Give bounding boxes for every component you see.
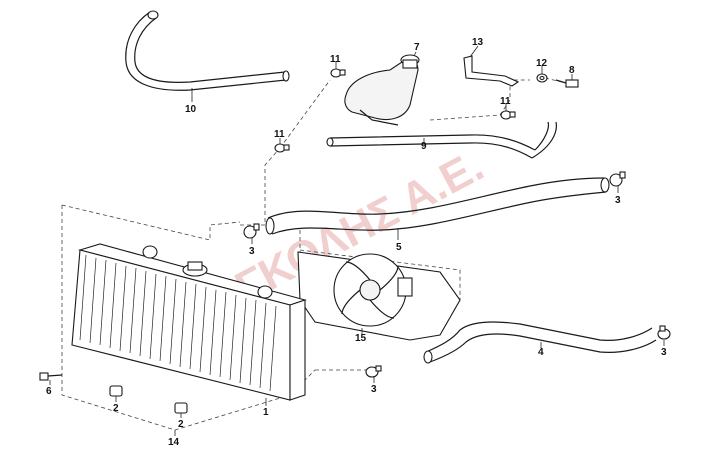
callout-14: 14 [168, 437, 180, 448]
bolt-6 [39, 372, 63, 381]
reservoir-7 [344, 54, 420, 126]
clamp-11-b [274, 143, 290, 153]
callout-11-a: 11 [330, 54, 341, 65]
callout-3-b: 3 [249, 246, 255, 257]
grommet-2-a [109, 385, 123, 397]
callout-2-a: 2 [113, 403, 119, 414]
clamp-3-b [243, 223, 260, 239]
fan-shroud-15 [297, 251, 461, 341]
clamp-11-a [330, 68, 346, 78]
clamp-3-a [609, 171, 626, 187]
callout-7: 7 [414, 42, 420, 53]
washer-12 [536, 73, 548, 83]
callout-1: 1 [263, 407, 269, 418]
hose-10 [125, 10, 290, 91]
clamp-3-d [657, 325, 671, 340]
radiator-1 [71, 243, 307, 401]
callout-5: 5 [396, 242, 402, 253]
callout-11-c: 11 [500, 96, 511, 107]
hose-5 [265, 177, 610, 235]
hose-4 [423, 321, 657, 364]
callout-3-c: 3 [371, 384, 377, 395]
radiator-fins [79, 254, 277, 392]
callouts: 10 11 7 13 12 8 11 11 9 3 3 5 15 4 3 3 6… [46, 37, 667, 448]
callout-2-b: 2 [178, 419, 184, 430]
callout-12: 12 [536, 58, 548, 69]
bracket-13 [463, 55, 520, 87]
callout-10: 10 [185, 104, 197, 115]
callout-9: 9 [421, 141, 427, 152]
clamp-3-c [365, 365, 382, 378]
clamp-11-c [500, 110, 516, 120]
bolt-8 [555, 79, 579, 88]
grommet-2-b [174, 402, 188, 414]
callout-11-b: 11 [274, 129, 285, 140]
callout-6: 6 [46, 386, 52, 397]
callout-13: 13 [472, 37, 484, 48]
callout-15: 15 [355, 333, 367, 344]
callout-3-d: 3 [661, 347, 667, 358]
callout-8: 8 [569, 65, 575, 76]
callout-3-a: 3 [615, 195, 621, 206]
hose-9 [326, 121, 557, 159]
leader-lines [49, 45, 665, 436]
callout-4: 4 [538, 347, 544, 358]
